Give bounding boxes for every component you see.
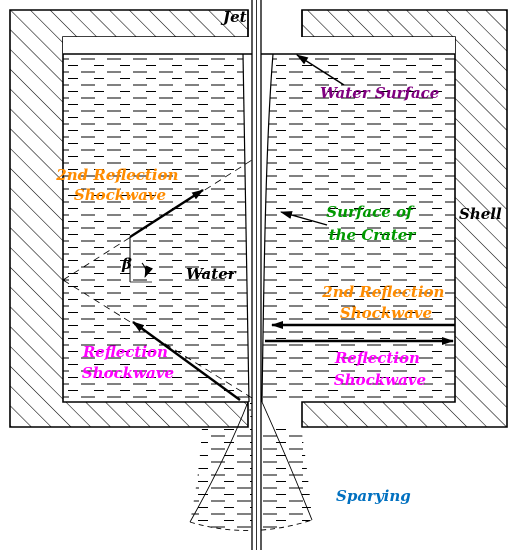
reflection-left-label: Reflection Shockwave	[82, 343, 174, 382]
beta-arc	[141, 262, 154, 278]
crater-wall-left	[242, 53, 250, 403]
second-reflection-left-label: 2nd Reflection Shockwave	[55, 166, 183, 204]
spraying-label: Sparying	[336, 487, 411, 505]
reflection-left-arrow	[132, 321, 241, 401]
spray-cone-right-edge	[261, 401, 313, 521]
water-surface-label: Water Surface	[320, 84, 439, 102]
water-left-region	[63, 54, 249, 402]
jet-slot-lines	[247, 10, 303, 37]
spray-cone-bottom	[189, 519, 313, 531]
beta-label: β	[121, 255, 132, 273]
spray-cone	[190, 402, 312, 531]
spray-cone-left-edge	[189, 401, 249, 523]
crater-label: Surface of the Crater	[326, 203, 417, 244]
second-reflection-left-arrow	[129, 188, 204, 239]
water-label: Water	[186, 265, 237, 283]
shell-label: Shell	[459, 205, 502, 223]
crater-arrow	[280, 211, 328, 226]
crater-wall-right	[261, 53, 274, 403]
water-right-region	[262, 54, 455, 402]
reflection-right-label: Reflection Shockwave	[334, 349, 426, 389]
second-reflection-right-label: 2nd Reflection Shockwave	[321, 283, 449, 322]
water-surface-arrow	[296, 54, 345, 86]
jet-label: Jet	[220, 8, 247, 26]
